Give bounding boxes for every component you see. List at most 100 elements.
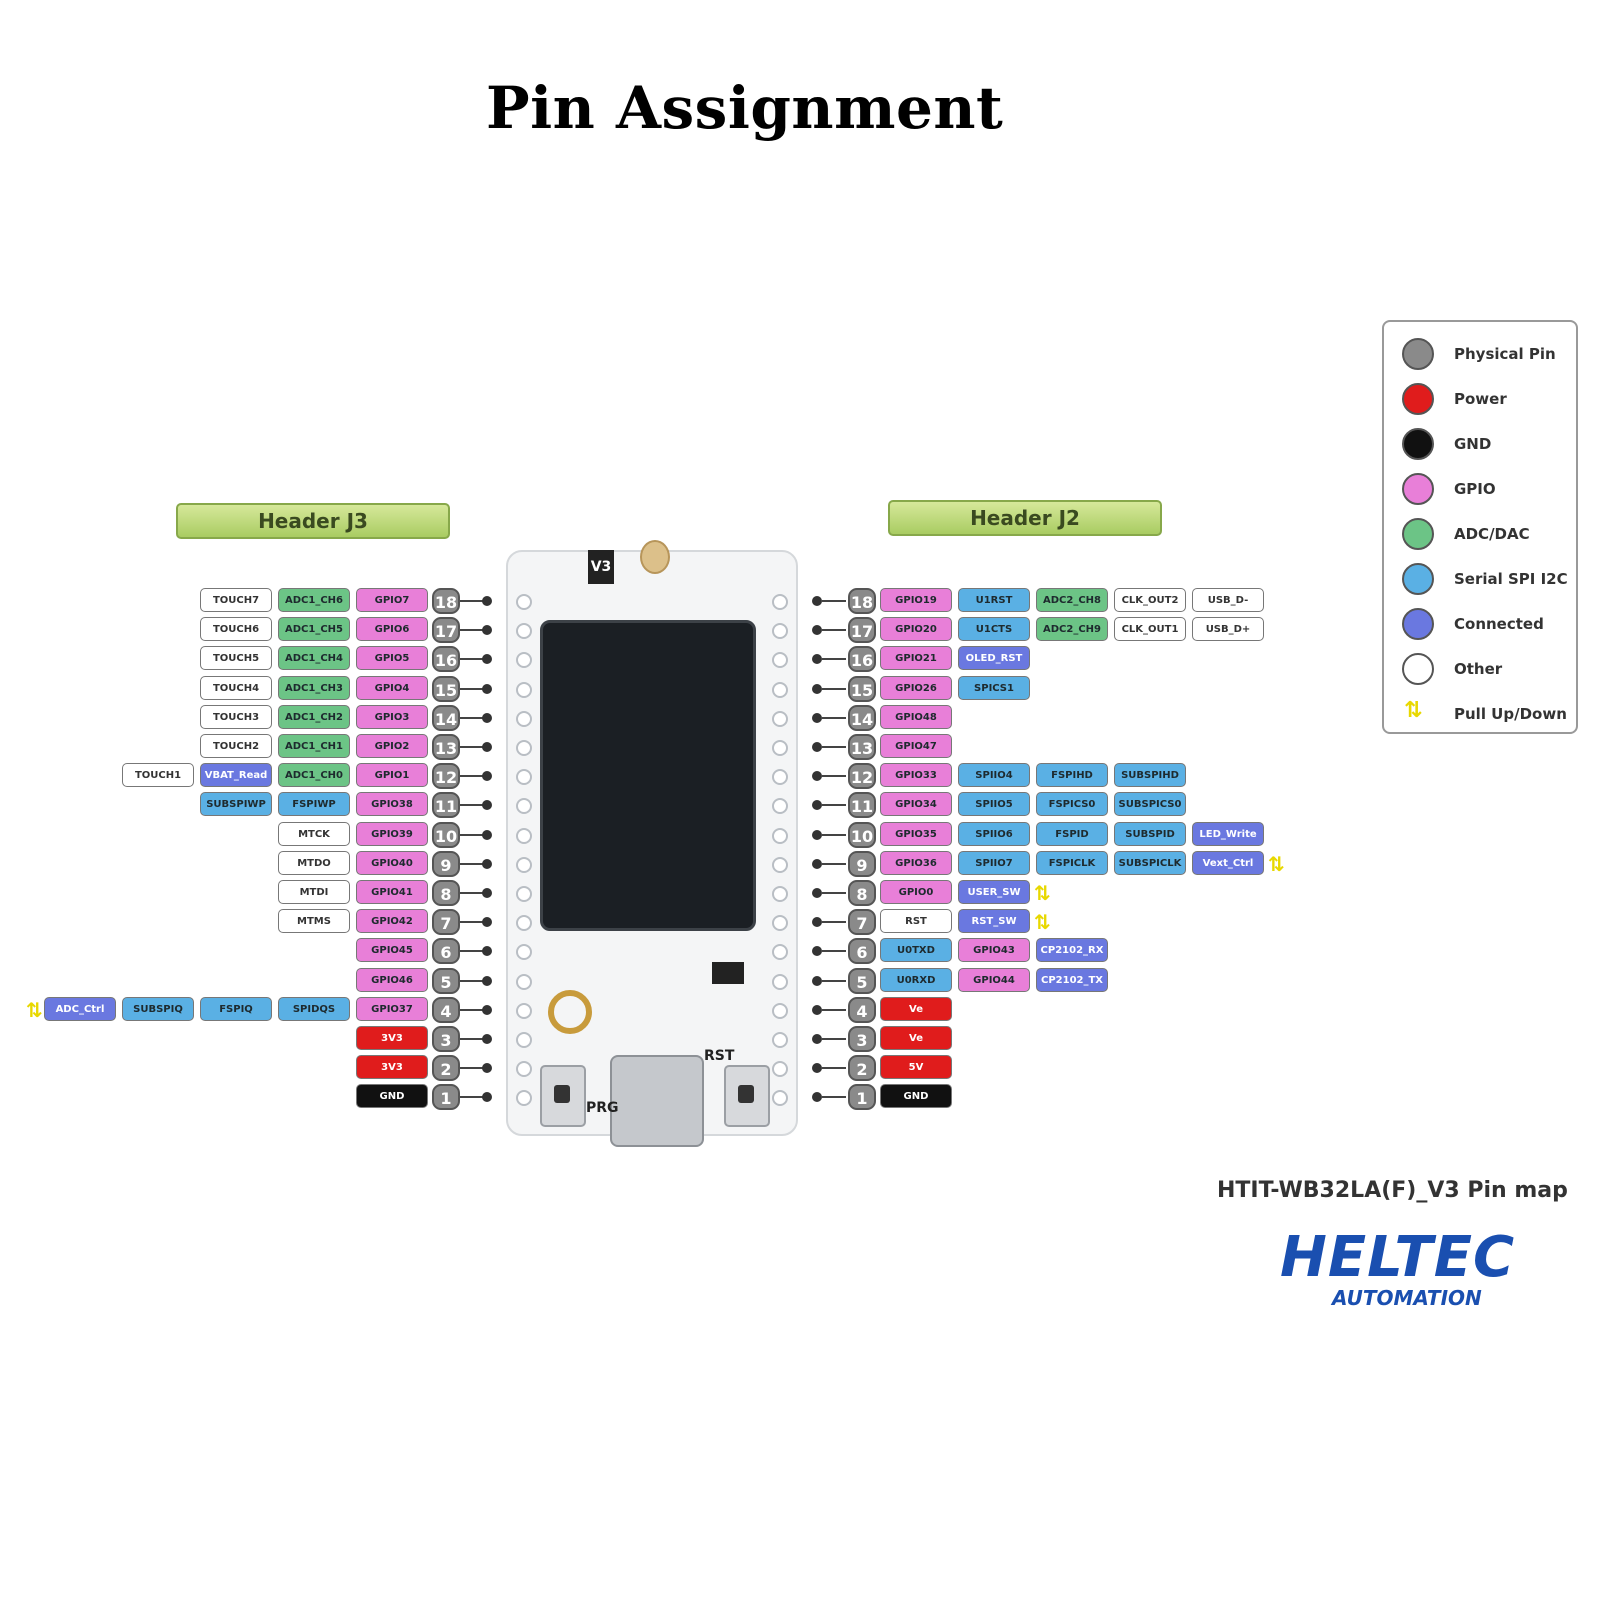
board-hole	[772, 740, 788, 756]
pin-label-gpio: GPIO20	[880, 617, 952, 642]
pin-lead	[822, 1038, 846, 1040]
board-hole	[516, 1090, 532, 1107]
pin-label-gpio: GPIO43	[958, 938, 1030, 963]
pin-label-serial: SPIIO6	[958, 821, 1030, 846]
legend-swatch-gpio	[1402, 473, 1434, 505]
pin-label-gpio: GPIO0	[880, 880, 952, 904]
pin-label-adc: ADC1_CH5	[278, 617, 350, 642]
pin-label-gnd: GND	[356, 1084, 428, 1109]
pin-label-gpio: GPIO40	[356, 850, 428, 875]
pin-label-gpio: GPIO41	[356, 880, 428, 904]
pin-label-gpio: GPIO44	[958, 967, 1030, 992]
pin-pad	[812, 771, 822, 782]
physical-pin-number: 2	[432, 1055, 460, 1082]
board-hole	[516, 681, 532, 698]
pin-pad	[812, 829, 822, 840]
pin-lead	[460, 950, 484, 953]
physical-pin-number: 18	[848, 588, 876, 614]
legend-label: GPIO	[1454, 480, 1496, 498]
pin-lead	[460, 1008, 484, 1011]
pin-lead	[460, 716, 484, 719]
physical-pin-number: 13	[848, 734, 876, 760]
page-title: Pin Assignment	[486, 74, 1004, 142]
pin-label-gpio: GPIO7	[356, 588, 428, 612]
pin-label-serial: FSPIHD	[1036, 763, 1108, 788]
pin-lead	[460, 687, 484, 690]
pin-label-adc: ADC2_CH9	[1036, 617, 1108, 642]
pin-label-connected: CP2102_RX	[1036, 938, 1108, 963]
pin-label-gpio: GPIO38	[356, 792, 428, 817]
pin-label-power: Ve	[880, 1026, 952, 1050]
board-hole	[772, 827, 788, 844]
pin-lead	[822, 833, 846, 836]
physical-pin-number: 18	[432, 588, 460, 614]
pin-label-power: 3V3	[356, 1026, 428, 1050]
pin-pad	[482, 625, 492, 636]
pin-pad	[482, 975, 492, 986]
pin-label-other: TOUCH1	[122, 763, 194, 788]
board-hole	[516, 623, 532, 640]
header-j2-label: Header J2	[888, 500, 1162, 536]
pin-pad	[812, 1034, 822, 1044]
pin-label-adc: ADC1_CH4	[278, 646, 350, 671]
physical-pin-number: 13	[432, 734, 460, 760]
pin-label-other: USB_D+	[1192, 617, 1264, 642]
pull-up-down-icon: ⇅	[1268, 851, 1285, 876]
pull-up-down-icon: ⇅	[1034, 910, 1051, 935]
logo-main-text: HELTEC	[1280, 1225, 1516, 1290]
legend-item-adc: ADC/DAC	[1402, 518, 1572, 556]
pin-lead	[460, 892, 484, 894]
pin-pad	[812, 654, 822, 665]
physical-pin-number: 10	[432, 821, 460, 848]
pin-label-other: MTCK	[278, 821, 350, 846]
pin-label-serial: SUBSPIHD	[1114, 763, 1186, 788]
pin-label-serial: SPIIO5	[958, 792, 1030, 817]
usb-c-port	[610, 1055, 704, 1147]
antenna-coil	[548, 990, 592, 1034]
board-hole	[772, 652, 788, 669]
pin-label-adc: ADC1_CH6	[278, 588, 350, 612]
pin-label-gpio: GPIO3	[356, 704, 428, 729]
pin-label-serial: U1RST	[958, 588, 1030, 612]
pin-lead	[460, 833, 484, 836]
pin-lead	[460, 746, 484, 748]
board-hole	[772, 681, 788, 698]
pin-label-adc: ADC1_CH0	[278, 763, 350, 788]
legend-swatch-serial	[1402, 563, 1434, 595]
pull-up-down-arrows-icon: ⇅	[1404, 698, 1423, 723]
physical-pin-number: 14	[848, 704, 876, 731]
pin-lead	[460, 1038, 484, 1040]
pin-label-power: 3V3	[356, 1055, 428, 1080]
pin-pad	[482, 800, 492, 811]
legend-item-gnd: GND	[1402, 428, 1572, 466]
pin-label-gpio: GPIO42	[356, 909, 428, 934]
pin-label-adc: ADC1_CH3	[278, 675, 350, 700]
board-hole	[516, 944, 532, 961]
board-hole	[772, 710, 788, 727]
pin-label-serial: FSPICLK	[1036, 850, 1108, 875]
pin-lead	[460, 1096, 484, 1099]
board-hole	[772, 798, 788, 815]
physical-pin-number: 15	[848, 675, 876, 702]
legend-item-other: Other	[1402, 653, 1572, 691]
pin-label-other: CLK_OUT1	[1114, 617, 1186, 642]
board-hole	[516, 798, 532, 815]
pin-label-gpio: GPIO36	[880, 850, 952, 875]
board-hole	[516, 1061, 532, 1078]
pin-label-gpio: GPIO5	[356, 646, 428, 671]
pin-label-serial: FSPIWP	[278, 792, 350, 817]
pin-label-other: MTMS	[278, 909, 350, 934]
